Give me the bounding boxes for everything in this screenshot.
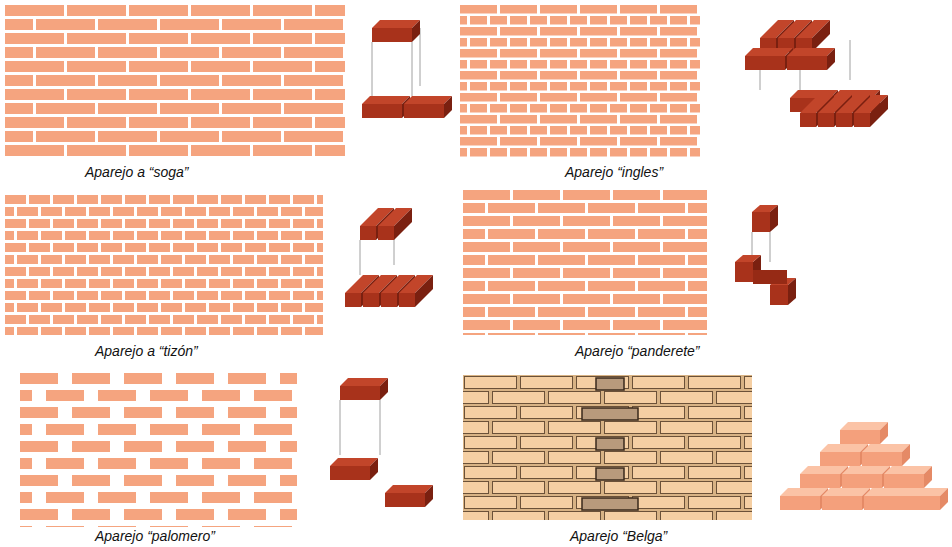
bond-caption: Aparejo “Belga” xyxy=(570,528,667,544)
bond-caption: Aparejo a “tizón” xyxy=(95,343,198,359)
bond-caption: Aparejo “panderete” xyxy=(575,343,700,359)
bond-caption: Aparejo a “soga” xyxy=(85,164,189,180)
bond-caption: Aparejo “palomero” xyxy=(95,528,215,544)
bond-caption: Aparejo “ingles” xyxy=(565,164,663,180)
